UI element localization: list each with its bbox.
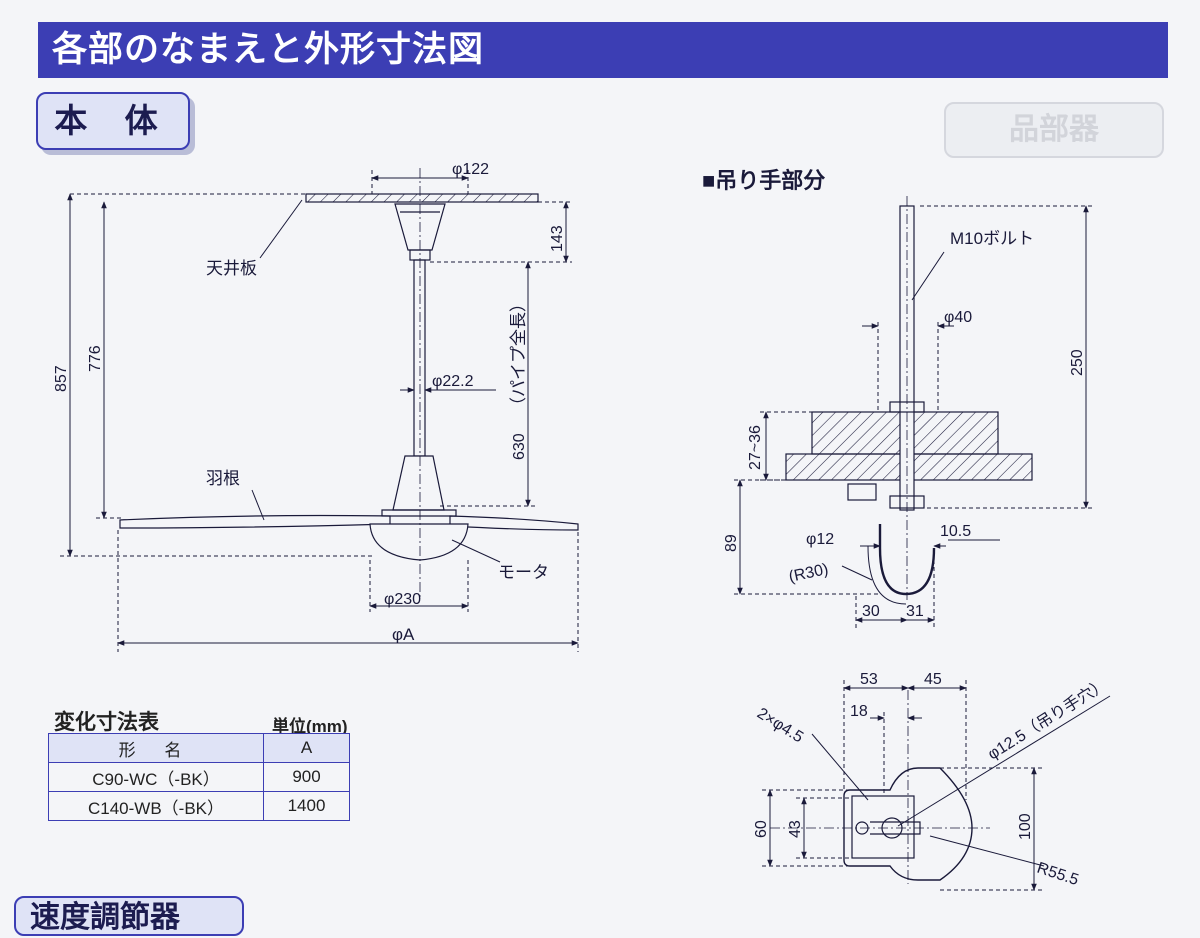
dims-table-col-model: 形 名 bbox=[48, 733, 264, 763]
blade-label: 羽根 bbox=[206, 469, 240, 488]
hanger-heading: ■吊り手部分 bbox=[702, 168, 825, 193]
dim-hole-label: φ12.5（吊り手穴） bbox=[985, 675, 1111, 763]
ceiling-plate bbox=[305, 193, 539, 203]
dim-60-label: 60 bbox=[753, 820, 770, 838]
main-dimensions bbox=[60, 170, 579, 652]
dims-table: 形 名 A C90-WC（-BK） 900 C140-WB（-BK） 1400 bbox=[48, 733, 350, 821]
dims-table-heading: 変化寸法表 bbox=[54, 711, 159, 734]
pipe-length-label: （パイプ全長） bbox=[509, 295, 528, 414]
fan-body bbox=[119, 168, 579, 600]
section-tab-body: 本 体 bbox=[36, 92, 190, 150]
dims-table-header-row: 形 名 A bbox=[48, 733, 350, 763]
table-cell-model: C90-WC（-BK） bbox=[48, 762, 264, 792]
table-cell-a: 900 bbox=[263, 762, 350, 792]
dim-10-5-label: 10.5 bbox=[940, 523, 971, 540]
dim-18-label: 18 bbox=[850, 703, 868, 720]
dim-53-label: 53 bbox=[860, 671, 878, 688]
dim-ceiling-plate-label: φ122 bbox=[452, 161, 489, 178]
table-cell-a: 1400 bbox=[263, 791, 350, 821]
dim-2x45-label: 2×φ4.5 bbox=[754, 705, 806, 746]
dim-250-label: 250 bbox=[1069, 349, 1086, 376]
dim-30-label: 30 bbox=[862, 603, 880, 620]
dims-table-unit: 単位(mm) bbox=[272, 717, 348, 736]
span-label: φA bbox=[392, 625, 415, 644]
motor-dia-label: φ230 bbox=[384, 591, 421, 608]
bracket-detail bbox=[770, 690, 990, 884]
dim-27-36-label: 27~36 bbox=[747, 425, 764, 470]
table-row: C90-WC（-BK） 900 bbox=[48, 762, 350, 792]
dim-43-label: 43 bbox=[787, 820, 804, 838]
bolt-label: M10ボルト bbox=[950, 229, 1034, 248]
down-pipe bbox=[413, 259, 426, 457]
dim-45-label: 45 bbox=[924, 671, 942, 688]
dim-31-label: 31 bbox=[906, 603, 924, 620]
dim-857-label: 857 bbox=[53, 365, 70, 392]
dim-630-label: 630 bbox=[511, 433, 528, 460]
dim-40-label: φ40 bbox=[944, 309, 972, 326]
blade-right bbox=[449, 515, 579, 531]
dim-phi12-label: φ12 bbox=[806, 531, 834, 548]
dim-r30-label: (R30) bbox=[787, 561, 830, 586]
hook bbox=[878, 524, 936, 596]
hanger-detail bbox=[785, 196, 1033, 605]
motor-bottom bbox=[369, 523, 469, 561]
dim-143-label: 143 bbox=[549, 225, 566, 252]
dim-776-label: 776 bbox=[87, 345, 104, 372]
dim-100-label: 100 bbox=[1017, 813, 1034, 840]
table-row: C140-WB（-BK） 1400 bbox=[48, 791, 350, 821]
ceiling-plate-label: 天井板 bbox=[206, 259, 257, 278]
bracket-dimensions bbox=[762, 680, 1111, 891]
dim-89-label: 89 bbox=[723, 534, 740, 552]
motor-housing bbox=[392, 455, 445, 511]
dim-r55-5-label: R55.5 bbox=[1035, 860, 1081, 889]
motor-label: モータ bbox=[498, 563, 549, 582]
page-title: 各部のなまえと外形寸法図 bbox=[38, 22, 1168, 78]
table-cell-model: C140-WB（-BK） bbox=[48, 791, 264, 821]
hanger-dimensions bbox=[734, 205, 1092, 628]
pipe-dia-label: φ22.2 bbox=[432, 373, 474, 390]
blade-left bbox=[119, 514, 391, 529]
ghost-tab: 品部器 bbox=[944, 102, 1164, 158]
dims-table-col-a: A bbox=[263, 733, 350, 763]
